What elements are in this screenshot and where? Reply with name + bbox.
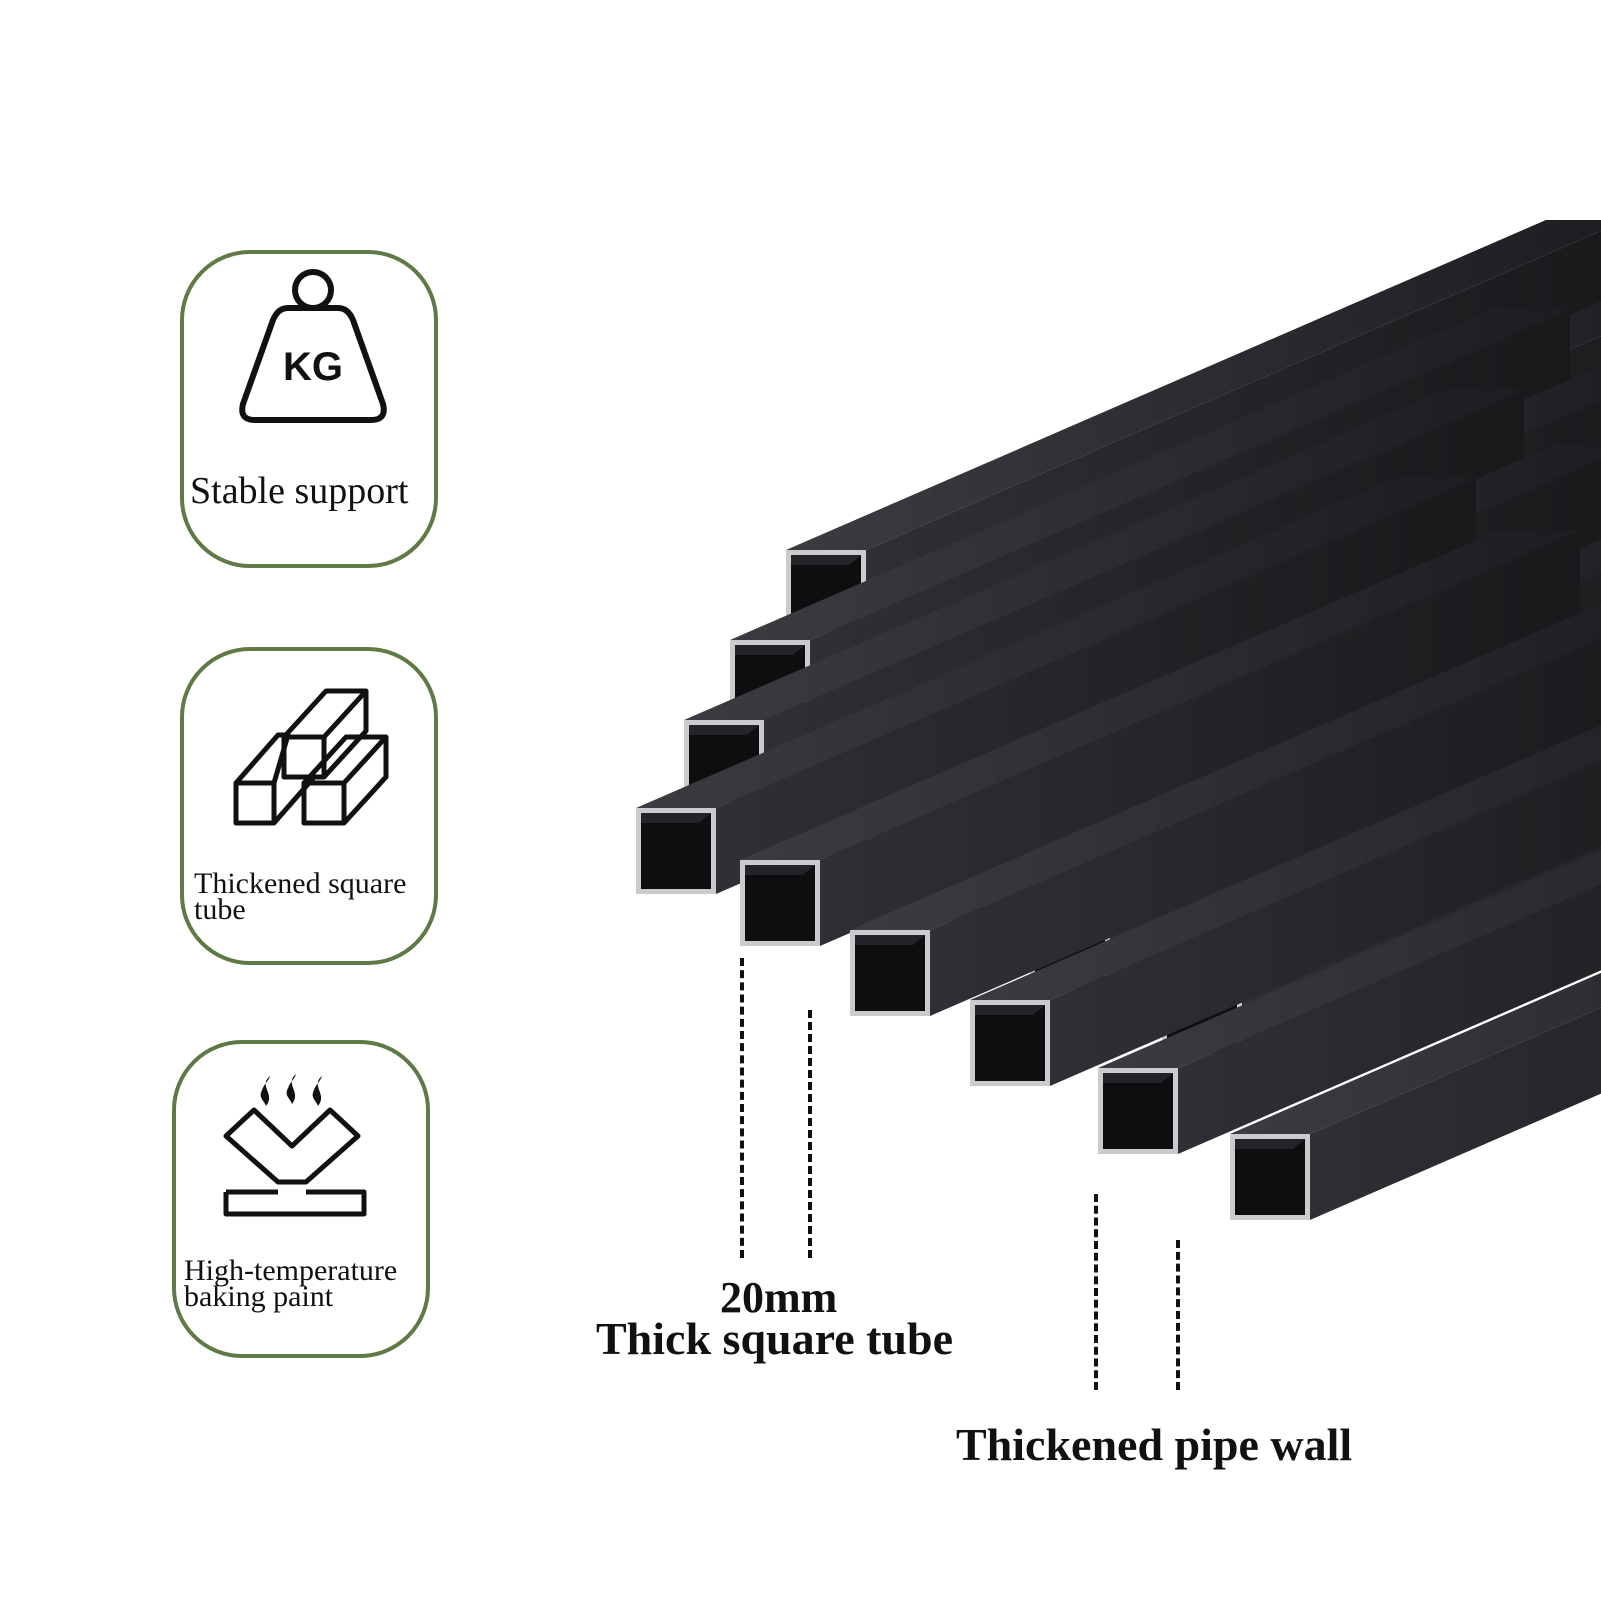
feature-badge-thickened-tube: Thickened square tube <box>180 647 438 965</box>
tube-face <box>684 390 1524 720</box>
tube-face <box>970 726 1601 1000</box>
feature-label-thickened-tube: Thickened square tube <box>194 869 406 925</box>
tube-face <box>730 310 1570 640</box>
wall-label: Thickened pipe wall <box>956 1419 1353 1470</box>
size-dimension-line-right <box>808 1010 812 1258</box>
tube-face <box>1230 972 1601 1134</box>
weight-kg-text: KG <box>283 345 343 389</box>
feature-label-line-1: High-temperature <box>184 1254 398 1287</box>
tube-face <box>1098 849 1601 1068</box>
tube-face <box>975 1005 1045 1081</box>
tube-face <box>636 478 1476 808</box>
tube-face <box>745 865 815 941</box>
tube-face <box>745 865 815 875</box>
tube-face <box>855 935 925 945</box>
tube-face <box>1235 1139 1305 1215</box>
tube-face <box>820 530 1580 946</box>
feature-label-line-2: tube <box>194 893 246 926</box>
feature-badge-baking-paint: High-temperature baking paint <box>172 1040 430 1358</box>
tube-face <box>855 935 925 1011</box>
tube-face <box>1235 1139 1305 1149</box>
square-tubes-icon <box>233 688 389 826</box>
feature-badge-stable-support: KG Stable support <box>180 250 438 568</box>
wall-dimension-line-right <box>1176 1240 1180 1390</box>
tube-face <box>1310 1007 1601 1220</box>
tube-face <box>689 725 759 735</box>
tube-face <box>786 220 1601 550</box>
tube-face <box>975 1005 1045 1015</box>
tube-face <box>930 638 1601 1016</box>
feature-label-line-1: Thickened square <box>194 867 407 900</box>
tube-face <box>791 555 861 565</box>
feature-label-baking-paint: High-temperature baking paint <box>184 1256 397 1312</box>
size-label: 20mm <box>720 1273 838 1322</box>
wall-dimension-line-left <box>1094 1194 1098 1390</box>
tube-face <box>1103 1073 1173 1149</box>
size-dimension-line-left <box>740 958 744 1258</box>
size-caption: Thick square tube <box>596 1313 954 1364</box>
heat-baking-icon <box>223 1074 367 1217</box>
feature-label-stable-support: Stable support <box>190 470 409 512</box>
tube-face <box>735 645 805 655</box>
tube-face <box>641 813 711 889</box>
tube-face <box>1103 1073 1173 1083</box>
tube-face <box>850 603 1601 930</box>
weight-kg-icon: KG <box>239 269 387 423</box>
feature-label-line-2: baking paint <box>184 1280 334 1313</box>
tube-face <box>1178 884 1601 1154</box>
tube-face <box>1050 760 1601 1086</box>
tube-face <box>740 530 1580 860</box>
tube-face <box>641 813 711 823</box>
